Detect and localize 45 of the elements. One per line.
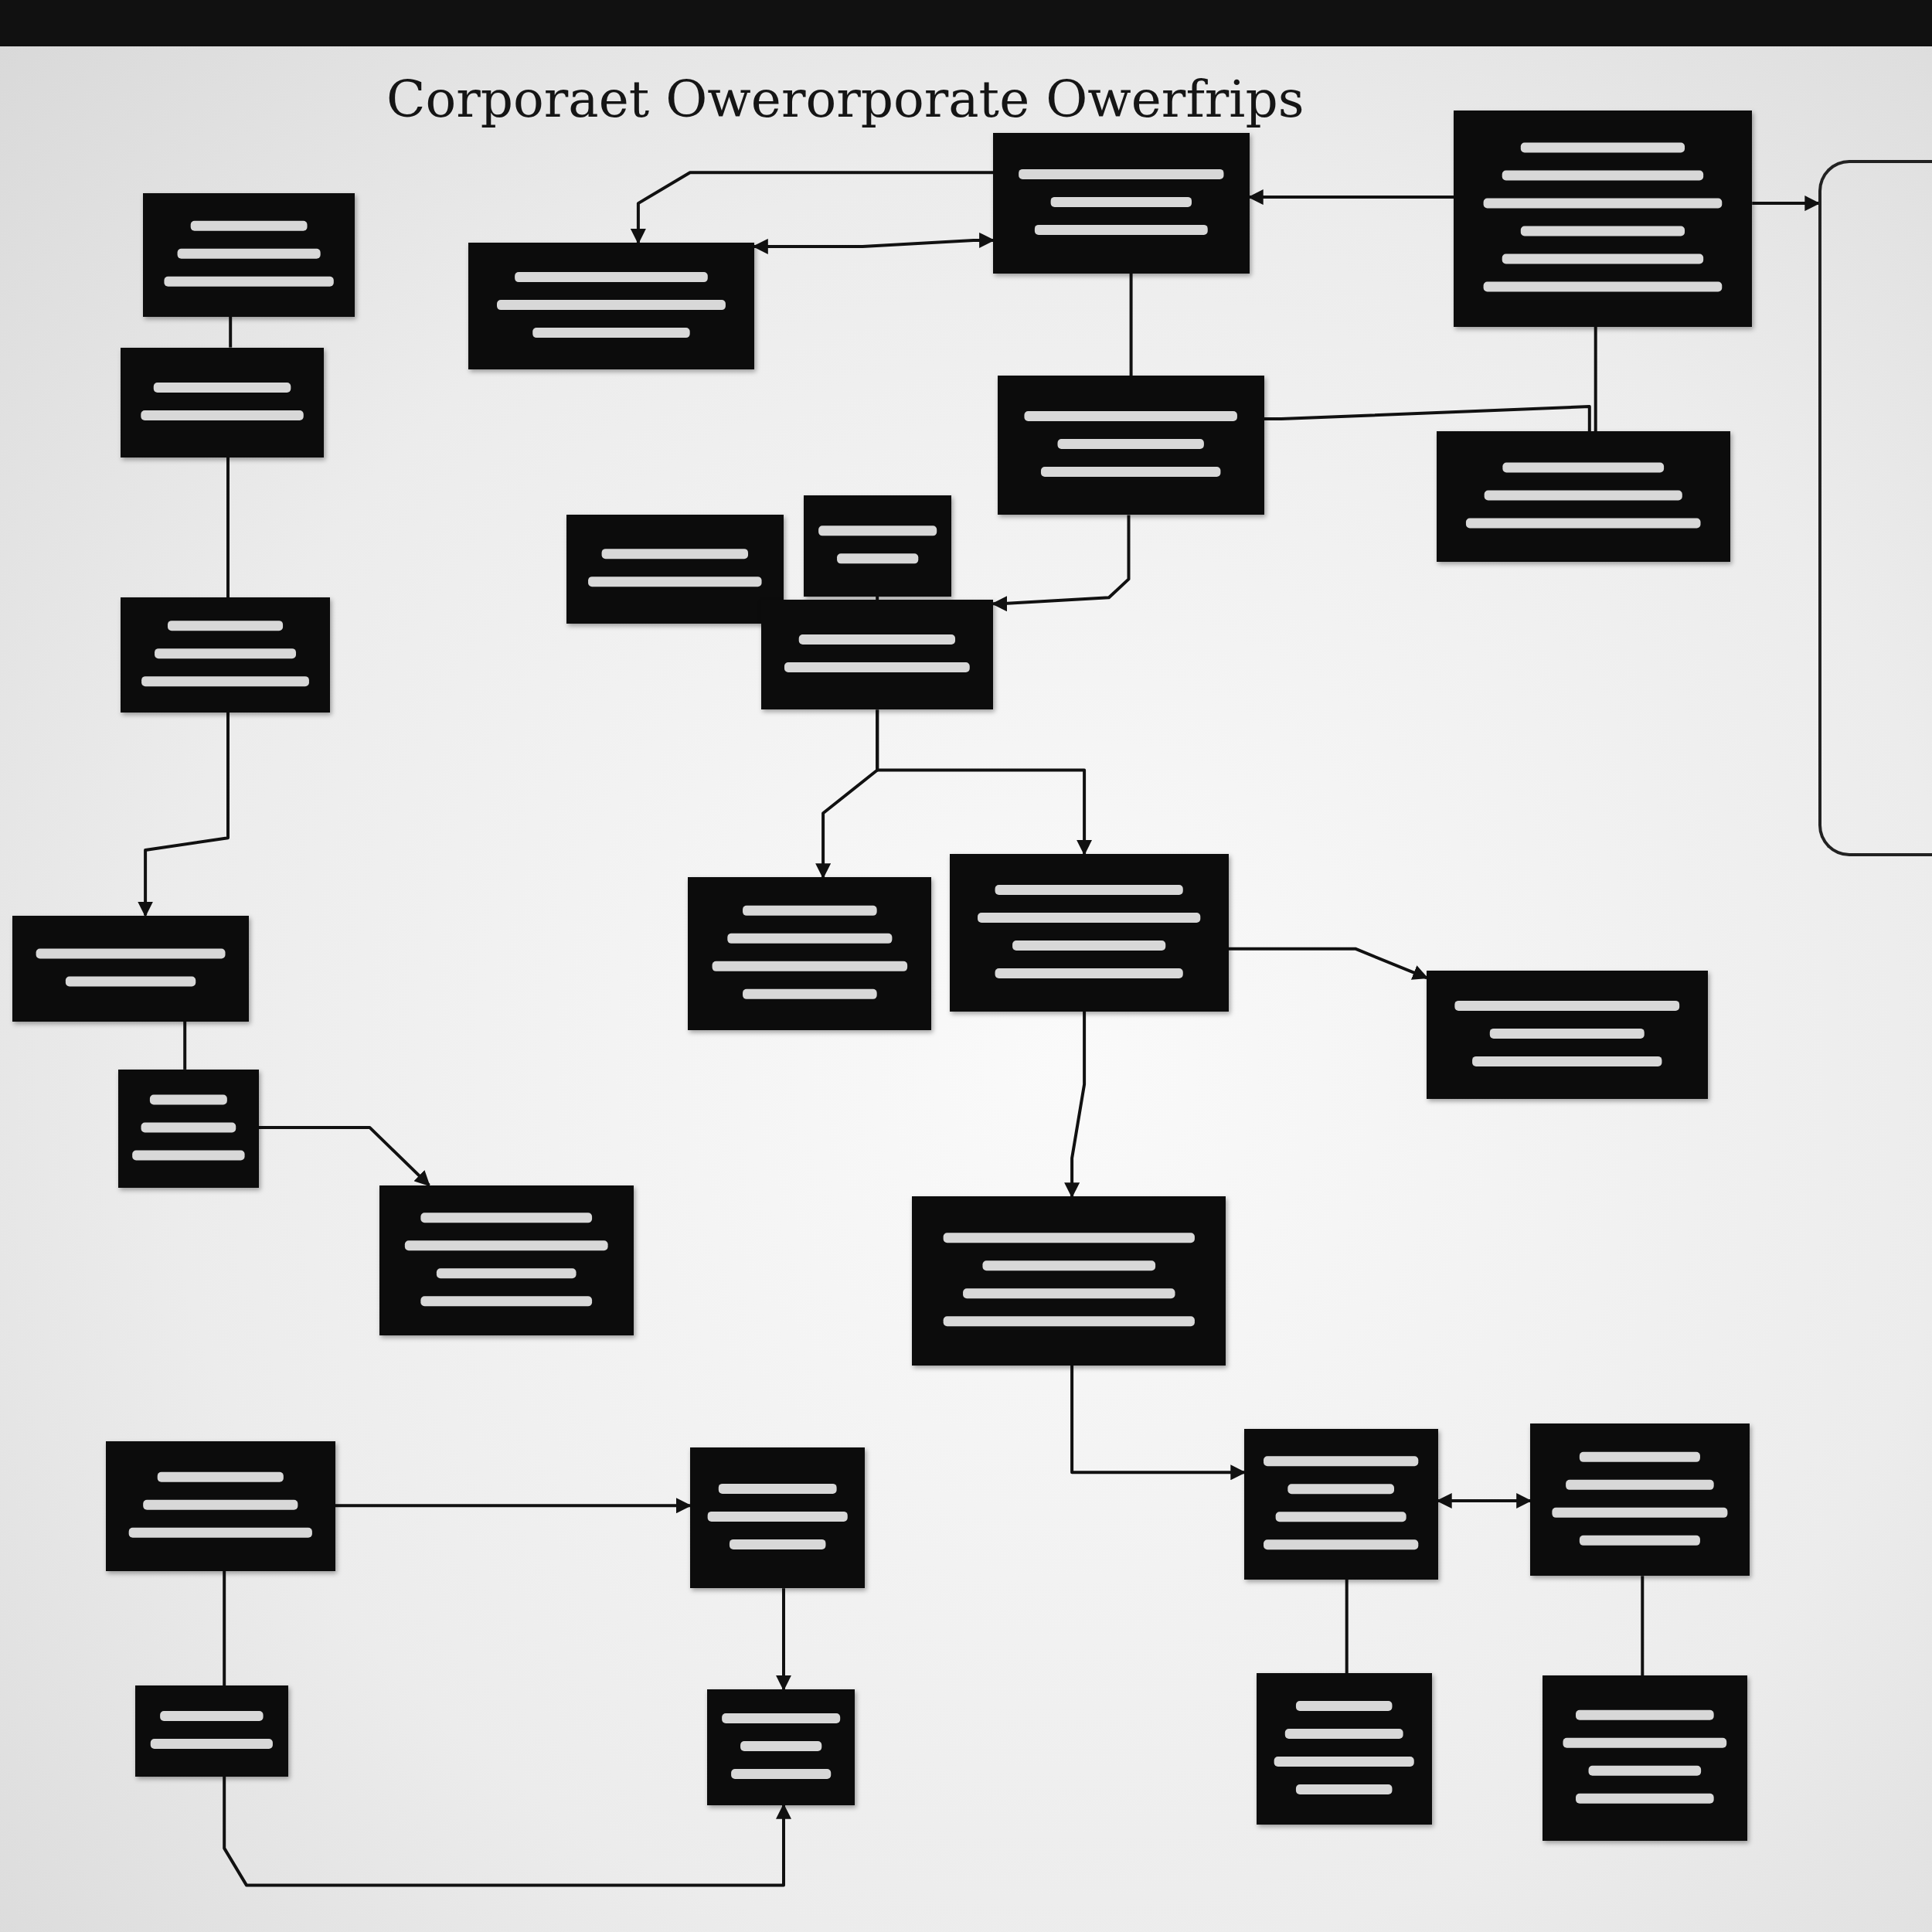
arrow: [776, 1588, 791, 1691]
connector-line: [1264, 405, 1591, 431]
arrow: [138, 712, 230, 917]
entity-box: [1244, 1429, 1438, 1580]
diagram-title: Corporaet Owerorporate Owerfrips: [386, 70, 1304, 129]
entity-box: [106, 1441, 335, 1571]
entity-box: [1454, 111, 1753, 327]
entity-box: [950, 853, 1229, 1012]
entity-box: [379, 1185, 634, 1336]
entity-box: [803, 495, 951, 597]
entity-box: [121, 347, 325, 457]
outlined-panel: [1818, 160, 1932, 857]
entity-box: [118, 1069, 259, 1188]
connector-line: [1641, 1576, 1645, 1676]
connector-line: [1129, 274, 1133, 376]
entity-box: [12, 915, 250, 1022]
entity-box: [761, 600, 994, 710]
connector-line: [183, 1021, 187, 1070]
arrow: [258, 1125, 430, 1187]
connector-line: [223, 1570, 226, 1686]
arrow: [1064, 1012, 1087, 1199]
arrow: [815, 709, 879, 879]
entity-box: [135, 1685, 289, 1777]
entity-box: [998, 376, 1264, 515]
connector-line: [1345, 1580, 1349, 1674]
connector-line: [226, 457, 230, 598]
entity-box: [1530, 1423, 1750, 1577]
entity-box: [687, 877, 932, 1030]
connector-line: [1594, 326, 1597, 431]
entity-box: [1437, 431, 1730, 563]
entity-box: [142, 193, 355, 317]
connector-line: [229, 316, 233, 348]
arrow: [1752, 196, 1821, 212]
entity-box: [707, 1689, 855, 1805]
entity-box: [993, 133, 1250, 274]
entity-box: [911, 1196, 1226, 1366]
entity-box: [121, 597, 331, 713]
arrow: [223, 1777, 791, 1887]
entity-box: [468, 243, 754, 370]
entity-box: [566, 515, 784, 624]
entity-box: [689, 1447, 866, 1589]
entity-box: [1543, 1675, 1747, 1841]
entity-box: [1427, 971, 1708, 1100]
entity-box: [1257, 1673, 1432, 1825]
arrow: [630, 171, 994, 245]
